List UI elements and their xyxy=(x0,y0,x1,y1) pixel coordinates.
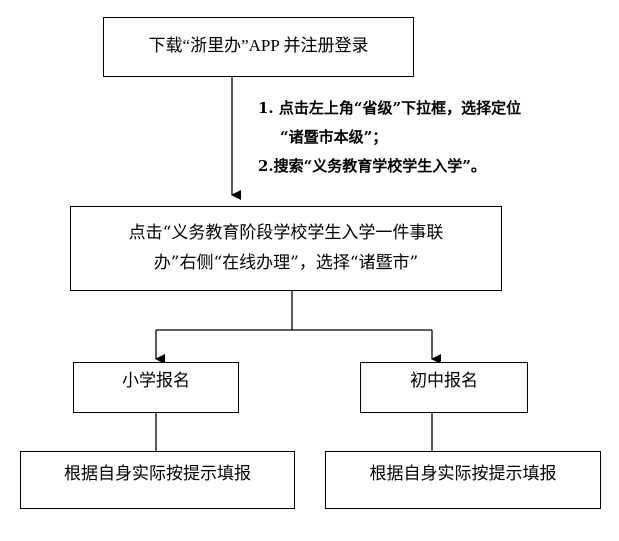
step1-box: 下载“浙里办”APP 并注册登录 xyxy=(103,17,414,77)
step2-line-1: 点击“义务教育阶段学校学生入学一件事联 xyxy=(128,223,444,243)
note-line-3: 2.搜索“义务教育学校学生入学”。 xyxy=(258,157,486,175)
note-line-2: “诸暨市本级”； xyxy=(280,128,388,146)
step2-line-2: 办”右侧“在线办理”，选择“诸暨市” xyxy=(153,253,419,273)
junior-school-box: 初中报名 xyxy=(360,362,528,413)
step2-box: 点击“义务教育阶段学校学生入学一件事联 办”右侧“在线办理”，选择“诸暨市” xyxy=(70,206,502,291)
note-line-1: 1. 点击左上角“省级”下拉框，选择定位 xyxy=(258,99,522,117)
junior-school-label: 初中报名 xyxy=(410,371,478,391)
junior-action-box: 根据自身实际按提示填报 xyxy=(325,451,601,509)
step1-label: 下载“浙里办”APP 并注册登录 xyxy=(148,36,369,55)
primary-school-label: 小学报名 xyxy=(122,371,190,391)
primary-action-box: 根据自身实际按提示填报 xyxy=(20,451,295,509)
primary-action-label: 根据自身实际按提示填报 xyxy=(64,464,251,484)
primary-school-box: 小学报名 xyxy=(73,362,239,413)
junior-action-label: 根据自身实际按提示填报 xyxy=(369,464,557,484)
